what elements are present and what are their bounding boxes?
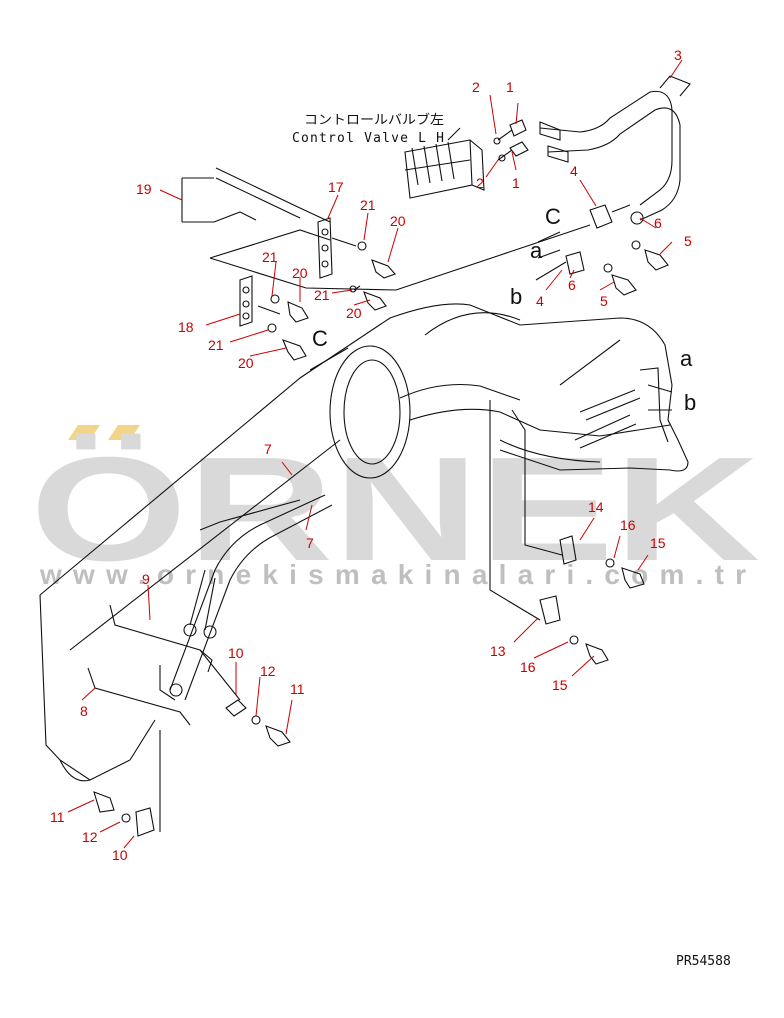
callout-4: 4 — [536, 293, 544, 309]
callout-leaders — [67, 59, 683, 849]
callout-16: 16 — [620, 517, 636, 533]
callout-12: 12 — [82, 829, 98, 845]
watermark-accent-marks — [68, 425, 140, 440]
callout-15: 15 — [552, 677, 568, 693]
control-valve — [404, 139, 485, 199]
callout-9: 9 — [142, 571, 150, 587]
control-valve-label-jp: コントロールバルブ左 — [304, 112, 444, 128]
letter-a: a — [530, 238, 543, 263]
callout-10: 10 — [228, 645, 244, 661]
callout-21: 21 — [262, 249, 278, 265]
callout-7: 7 — [306, 535, 314, 551]
control-valve-label-en: Control Valve L H — [292, 131, 444, 146]
callout-13: 13 — [490, 643, 506, 659]
callout-15: 15 — [650, 535, 666, 551]
callout-14: 14 — [588, 499, 604, 515]
callout-19: 19 — [136, 181, 152, 197]
callout-11: 11 — [290, 681, 305, 697]
callout-17: 17 — [328, 179, 344, 195]
callout-1: 1 — [512, 175, 520, 191]
callout-6: 6 — [568, 277, 576, 293]
callout-2: 2 — [476, 175, 484, 191]
callout-2: 2 — [472, 79, 480, 95]
callout-11: 11 — [50, 809, 65, 825]
letter-b: b — [684, 390, 696, 415]
callout-10: 10 — [112, 847, 128, 863]
watermark-brand: ÖRNEK — [30, 427, 760, 592]
callout-20: 20 — [346, 305, 362, 321]
callout-12: 12 — [260, 663, 276, 679]
callout-21: 21 — [360, 197, 376, 213]
axle-housing — [39, 303, 689, 837]
letter-c: C — [545, 204, 561, 229]
reference-letters: C a b C a b — [312, 204, 696, 415]
drawing-lines — [39, 75, 691, 837]
letter-c: C — [312, 326, 328, 351]
letter-a: a — [680, 346, 693, 371]
callout-3: 3 — [674, 47, 682, 63]
callout-20: 20 — [238, 355, 254, 371]
callout-8: 8 — [80, 703, 88, 719]
callout-20: 20 — [390, 213, 406, 229]
callout-16: 16 — [520, 659, 536, 675]
callout-21: 21 — [314, 287, 330, 303]
callout-4: 4 — [570, 163, 578, 179]
watermark: ÖRNEK www.ornekismakinalari.com.tr — [30, 425, 760, 592]
callout-5: 5 — [600, 293, 608, 309]
callout-7: 7 — [264, 441, 272, 457]
callout-18: 18 — [178, 319, 194, 335]
drawing-code: PR54588 — [676, 954, 731, 969]
letter-b: b — [510, 284, 522, 309]
callout-6: 6 — [654, 215, 662, 231]
callout-21: 21 — [208, 337, 224, 353]
callout-20: 20 — [292, 265, 308, 281]
callout-5: 5 — [684, 233, 692, 249]
callout-numbers: 1 1 2 2 3 4 4 5 5 6 6 7 7 8 9 10 10 11 1… — [50, 47, 692, 863]
callout-1: 1 — [506, 79, 514, 95]
